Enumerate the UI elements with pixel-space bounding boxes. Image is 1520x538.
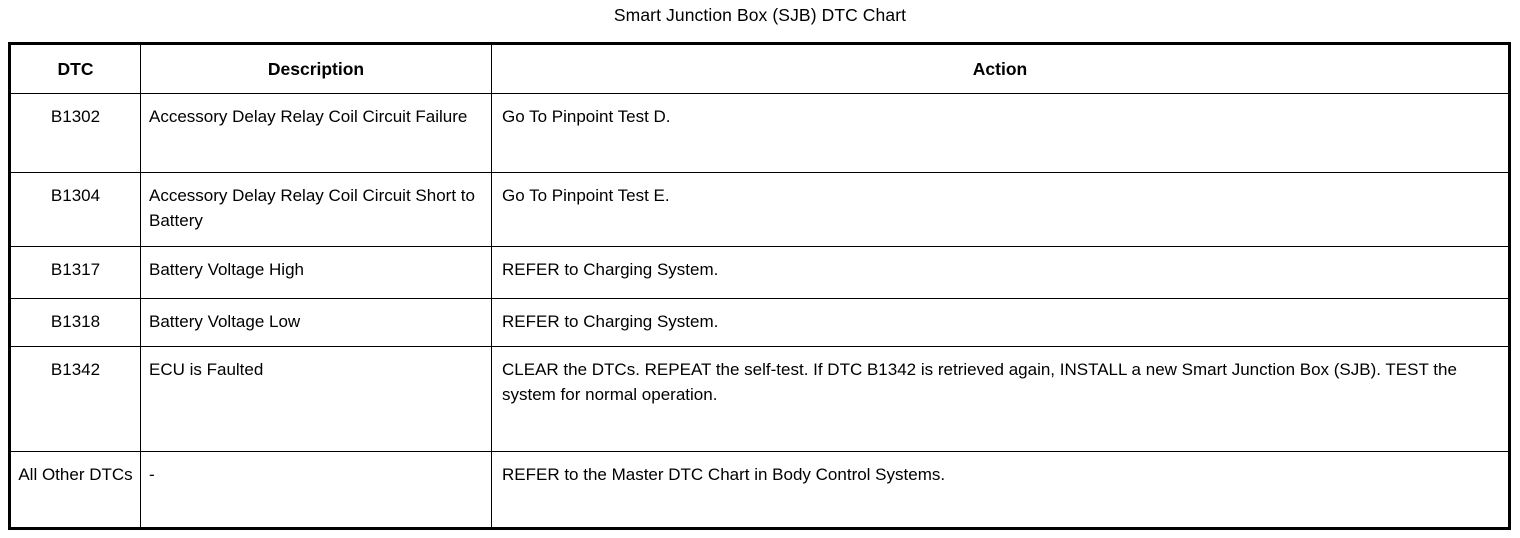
- cell-dtc: B1317: [9, 246, 141, 299]
- table-row: B1302 Accessory Delay Relay Coil Circuit…: [9, 93, 1510, 173]
- cell-dtc: B1302: [9, 93, 141, 173]
- table-row: All Other DTCs - REFER to the Master DTC…: [9, 451, 1510, 529]
- table-header: DTC Description Action: [9, 43, 1510, 94]
- cell-dtc: B1304: [9, 172, 141, 247]
- cell-action: Go To Pinpoint Test D.: [491, 93, 1510, 173]
- table-row: B1318 Battery Voltage Low REFER to Charg…: [9, 298, 1510, 347]
- cell-description: Battery Voltage High: [140, 246, 492, 299]
- cell-description: -: [140, 451, 492, 529]
- cell-description: ECU is Faulted: [140, 346, 492, 452]
- cell-description: Accessory Delay Relay Coil Circuit Failu…: [140, 93, 492, 173]
- page-title: Smart Junction Box (SJB) DTC Chart: [613, 5, 907, 25]
- table-header-row: DTC Description Action: [9, 43, 1510, 94]
- table-row: B1342 ECU is Faulted CLEAR the DTCs. REP…: [9, 346, 1510, 452]
- dtc-chart-table: DTC Description Action B1302 Accessory D…: [8, 42, 1511, 530]
- column-header-description: Description: [140, 43, 492, 94]
- table-row: B1317 Battery Voltage High REFER to Char…: [9, 246, 1510, 299]
- cell-action: CLEAR the DTCs. REPEAT the self-test. If…: [491, 346, 1510, 452]
- table-row: B1304 Accessory Delay Relay Coil Circuit…: [9, 172, 1510, 247]
- cell-description: Accessory Delay Relay Coil Circuit Short…: [140, 172, 492, 247]
- cell-dtc: All Other DTCs: [9, 451, 141, 529]
- cell-description: Battery Voltage Low: [140, 298, 492, 347]
- column-header-action: Action: [491, 43, 1510, 94]
- cell-action: Go To Pinpoint Test E.: [491, 172, 1510, 247]
- table-body: B1302 Accessory Delay Relay Coil Circuit…: [9, 93, 1510, 529]
- cell-dtc: B1318: [9, 298, 141, 347]
- cell-action: REFER to the Master DTC Chart in Body Co…: [491, 451, 1510, 529]
- cell-action: REFER to Charging System.: [491, 298, 1510, 347]
- column-header-dtc: DTC: [9, 43, 141, 94]
- cell-action: REFER to Charging System.: [491, 246, 1510, 299]
- cell-dtc: B1342: [9, 346, 141, 452]
